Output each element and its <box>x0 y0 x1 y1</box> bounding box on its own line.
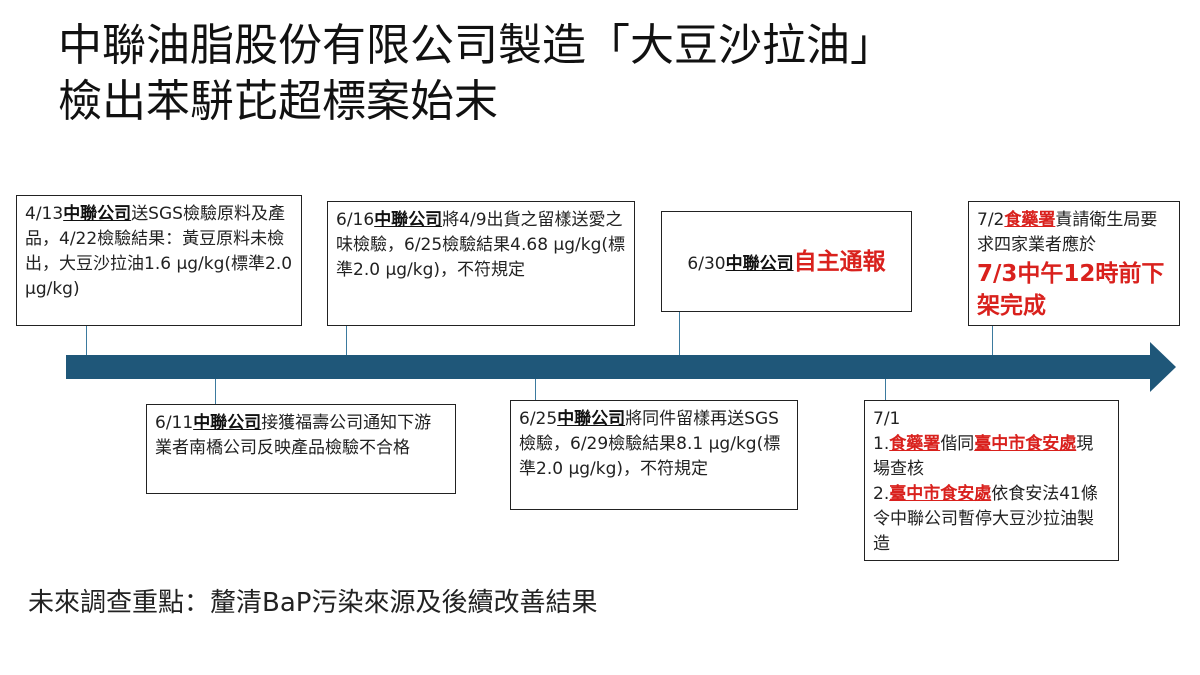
agency-name: 食藥署 <box>1004 210 1056 230</box>
company-name: 中聯公司 <box>374 210 443 230</box>
item-text: 現場查核 <box>873 434 1094 479</box>
event-box-0701: 7/1 1.食藥署偕同臺中市食安處現場查核 2.臺中市食安處依食安法41條令中聯… <box>864 400 1119 561</box>
footer-note: 未來調查重點：釐清BaP污染來源及後續改善結果 <box>28 588 598 618</box>
event-text: 接獲福壽公司通知下游業者南橋公司反映產品檢驗不合格 <box>155 413 432 458</box>
agency-name: 臺中市食安處 <box>889 484 992 504</box>
page-title: 中聯油脂股份有限公司製造「大豆沙拉油」 檢出苯駢芘超標案始末 <box>58 18 1178 130</box>
event-date: 6/16 <box>336 210 375 230</box>
connector-e4 <box>535 379 536 400</box>
item-number: 1. <box>873 434 890 454</box>
agency-name: 臺中市食安處 <box>974 434 1077 454</box>
event-date: 6/11 <box>155 413 194 433</box>
item-text: 偕同 <box>940 434 975 454</box>
event-date: 7/1 <box>873 409 901 429</box>
event-date: 4/13 <box>25 204 64 224</box>
company-name: 中聯公司 <box>557 409 626 429</box>
event-box-0630: 6/30中聯公司自主通報 <box>661 211 912 312</box>
event-box-0702: 7/2食藥署責請衛生局要求四家業者應於 7/3中午12時前下架完成 <box>968 201 1180 326</box>
connector-e7 <box>992 326 993 355</box>
self-report-highlight: 自主通報 <box>793 248 886 275</box>
connector-e2 <box>215 379 216 404</box>
title-line-2: 檢出苯駢芘超標案始末 <box>58 76 498 127</box>
event-text: 將4/9出貨之留樣送愛之味檢驗，6/25檢驗結果4.68 µg/kg(標準2.0… <box>336 210 626 280</box>
company-name: 中聯公司 <box>63 204 132 224</box>
event-text: 送SGS檢驗原料及產品，4/22檢驗結果：黃豆原料未檢出，大豆沙拉油1.6 µg… <box>25 204 293 299</box>
connector-e6 <box>885 379 886 400</box>
event-date: 6/25 <box>519 409 558 429</box>
event-box-0611: 6/11中聯公司接獲福壽公司通知下游業者南橋公司反映產品檢驗不合格 <box>146 404 456 494</box>
item-number: 2. <box>873 484 890 504</box>
event-date: 7/2 <box>977 210 1005 230</box>
event-text: 責請衛生局要求四家業者應於 <box>977 210 1158 255</box>
connector-e3 <box>346 326 347 355</box>
timeline-arrowhead <box>1150 342 1176 392</box>
event-text: 將同件留樣再送SGS檢驗，6/29檢驗結果8.1 µg/kg(標準2.0 µg/… <box>519 409 781 479</box>
connector-e1 <box>86 326 87 355</box>
item-text: 依食安法41條令中聯公司暫停大豆沙拉油製造 <box>873 484 1098 554</box>
timeline-bar <box>66 355 1152 379</box>
agency-name: 食藥署 <box>889 434 941 454</box>
event-box-0616: 6/16中聯公司將4/9出貨之留樣送愛之味檢驗，6/25檢驗結果4.68 µg/… <box>327 201 635 326</box>
event-date: 6/30 <box>687 253 726 274</box>
event-box-0413: 4/13中聯公司送SGS檢驗原料及產品，4/22檢驗結果：黃豆原料未檢出，大豆沙… <box>16 195 302 326</box>
title-line-1: 中聯油脂股份有限公司製造「大豆沙拉油」 <box>58 20 894 71</box>
company-name: 中聯公司 <box>193 413 262 433</box>
deadline-highlight: 7/3中午12時前下架完成 <box>977 261 1165 319</box>
event-box-0625: 6/25中聯公司將同件留樣再送SGS檢驗，6/29檢驗結果8.1 µg/kg(標… <box>510 400 798 510</box>
company-name: 中聯公司 <box>725 253 794 274</box>
connector-e5 <box>679 312 680 355</box>
